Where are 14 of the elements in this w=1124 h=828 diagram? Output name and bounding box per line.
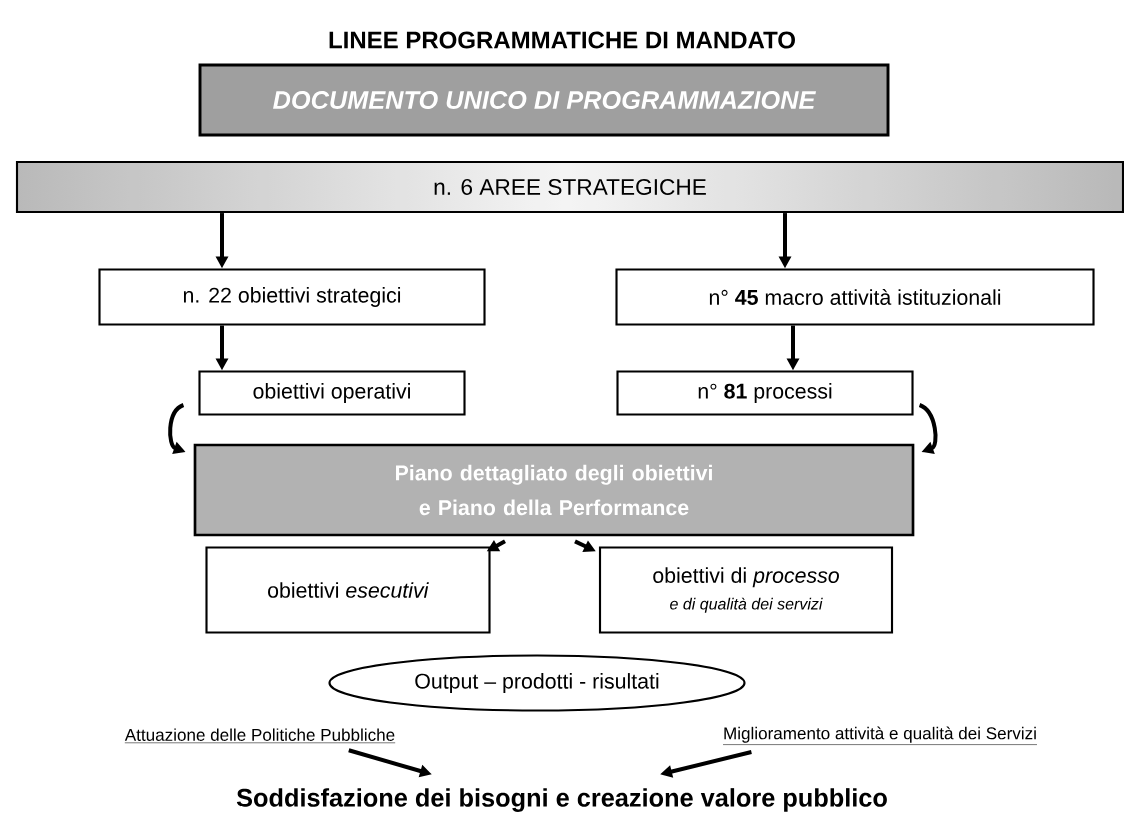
underlined-text: Attuazione delle Politiche Pubbliche: [124, 728, 396, 744]
title: LINEE PROGRAMMATICHE DI MANDATO: [329, 31, 795, 49]
result-text: Soddisfazione dei bisogni e creazione valore pubblico: [236, 788, 887, 812]
band-box: n. 6 AREE STRATEGICHE: [15, 160, 1124, 214]
process-box: obiettivi operativi: [198, 370, 466, 416]
document-box: DOCUMENTO UNICO DI PROGRAMMAZIONE: [198, 63, 890, 137]
arrow: [918, 403, 938, 454]
process-box: obiettivi di processo e di qualità dei servizi: [598, 546, 894, 634]
underlined-text: Miglioramento attività e qualità dei Servizi: [722, 726, 1038, 745]
process-box: n. 22 obiettivi strategici: [98, 268, 486, 326]
plan-box: Piano dettagliato degli obiettivi e Piano della Performance: [193, 443, 915, 537]
process-box: n° 81 processi: [616, 370, 914, 416]
process-box: obiettivi esecutivi: [205, 546, 491, 634]
process-box: n° 45 macro attività istituzionali: [615, 268, 1095, 326]
